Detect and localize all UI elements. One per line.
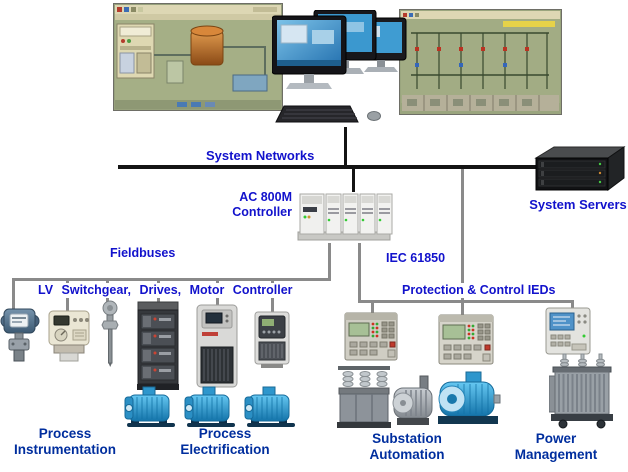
variable-speed-drive [196, 304, 238, 388]
keyboard [275, 105, 359, 123]
system-networks-label: System Networks [206, 148, 315, 163]
controller-label: AC 800M Controller [222, 190, 292, 220]
motor-3 [244, 386, 295, 427]
operator-workstations [272, 10, 407, 123]
group-label-substation-automation: Substation Automation [344, 431, 470, 462]
mouse [367, 111, 381, 121]
lv-switchgear-cabinet [137, 301, 179, 390]
fieldbus-line [12, 278, 331, 281]
sa-line2: Automation [369, 446, 445, 462]
workstation-network-link [344, 127, 347, 165]
controller-network-link [352, 169, 355, 192]
drop-pm-ied [571, 300, 574, 312]
substation-switchgear [337, 366, 391, 428]
power-management-ied [545, 307, 591, 355]
valve-positioner [48, 310, 90, 362]
controller-iec-leg [358, 243, 361, 303]
system-network-line [118, 165, 554, 169]
controller-label-line1: AC 800M [239, 190, 292, 204]
pe-line2: Electrification [180, 441, 270, 457]
pressure-transmitter [0, 308, 40, 362]
pm-line2: Management [514, 446, 598, 462]
group-label-process-electrification: Process Electrification [162, 426, 288, 457]
protection-ieds-label: Protection & Control IEDs [399, 283, 559, 298]
substation-sld-screenshot [399, 9, 562, 115]
monitor-front [272, 15, 347, 89]
process-graphics-screenshot [113, 3, 283, 111]
pi-line1: Process [38, 426, 92, 441]
turbine-generator [392, 375, 433, 425]
iec61850-line [358, 300, 574, 303]
group-label-power-management: Power Management [493, 431, 619, 462]
lv-switchgear-bus-label: LV Switchgear, Drives, Motor Controller [35, 283, 296, 298]
power-transformer [549, 353, 613, 429]
sa-line1: Substation [372, 431, 442, 446]
fieldbuses-label: Fieldbuses [110, 246, 176, 260]
system-server-rack [534, 146, 626, 191]
controller-label-line2: Controller [232, 205, 292, 219]
motor-2 [184, 386, 235, 427]
pi-line2: Instrumentation [13, 441, 116, 457]
drop-transmitter [12, 278, 15, 312]
ac800m-controller [297, 193, 393, 241]
pe-line1: Process [198, 426, 252, 441]
server-iec-link [461, 169, 464, 318]
controller-fieldbus-leg [328, 243, 331, 281]
synchronous-machine [438, 371, 501, 424]
protection-relay-1 [344, 312, 398, 361]
motor-1 [124, 386, 175, 427]
drop-relay1 [371, 300, 374, 316]
group-label-process-instrumentation: Process Instrumentation [2, 426, 128, 457]
protection-relay-2 [438, 314, 494, 365]
pm-line1: Power [535, 431, 577, 446]
compact-drive [254, 311, 290, 368]
iec61850-label: IEC 61850 [386, 251, 446, 265]
system-servers-label: System Servers [529, 197, 627, 212]
temperature-sensor [101, 300, 119, 367]
